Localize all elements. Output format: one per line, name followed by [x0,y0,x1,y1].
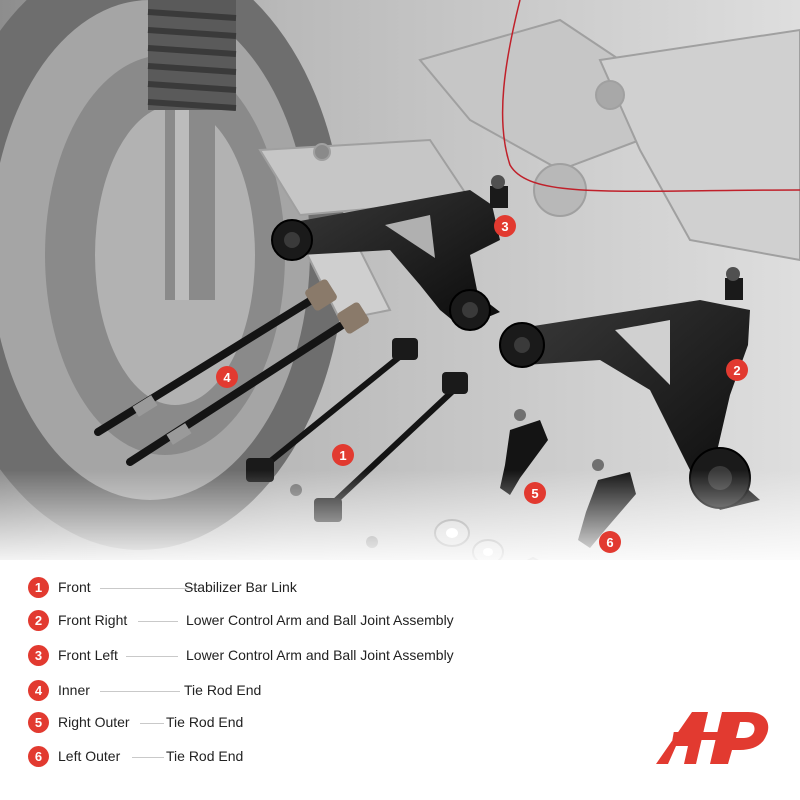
legend-number: 3 [28,645,49,666]
legend-part: Tie Rod End [166,748,244,764]
callout-badge-1: 1 [332,444,354,466]
legend-row-5: 5 Right Outer Tie Rod End [28,712,628,734]
image-fade [0,470,800,570]
legend-number: 6 [28,746,49,767]
callout-badge-6: 6 [599,531,621,553]
leader-line [100,588,200,589]
legend-number: 1 [28,577,49,598]
leader-line [132,757,164,758]
legend-row-4: 4 Inner Tie Rod End [28,680,628,702]
legend-row-6: 6 Left Outer Tie Rod End [28,746,628,768]
legend-position: Left Outer [58,748,121,764]
legend-part: Lower Control Arm and Ball Joint Assembl… [186,612,454,628]
callout-badge-4: 4 [216,366,238,388]
legend-number: 2 [28,610,49,631]
legend-position: Front Left [58,647,118,663]
legend-row-1: 1 Front Stabilizer Bar Link [28,577,628,599]
legend-part: Lower Control Arm and Ball Joint Assembl… [186,647,454,663]
leader-line [140,723,164,724]
legend-row-2: 2 Front Right Lower Control Arm and Ball… [28,610,628,632]
legend-position: Front [58,579,91,595]
legend-part: Stabilizer Bar Link [184,579,297,595]
leader-line [138,621,178,622]
legend-position: Inner [58,682,90,698]
strut-background [147,0,237,300]
legend-part: Tie Rod End [184,682,262,698]
legend-row-3: 3 Front Left Lower Control Arm and Ball … [28,645,628,667]
control-arm-front-left [271,175,508,331]
leader-line [100,691,180,692]
legend-position: Front Right [58,612,128,628]
callout-badge-3: 3 [494,215,516,237]
legend-number: 4 [28,680,49,701]
a-premium-logo-icon [656,712,769,764]
subframe-background [258,18,800,322]
parts-legend: 1 Front Stabilizer Bar Link 2 Front Righ… [0,570,800,770]
legend-position: Right Outer [58,714,130,730]
accent-swoosh [501,0,800,193]
callout-badge-5: 5 [524,482,546,504]
legend-number: 5 [28,712,49,733]
suspension-illustration [0,0,800,560]
leader-line [126,656,178,657]
legend-part: Tie Rod End [166,714,244,730]
inner-tie-rods [94,279,369,466]
callout-badge-2: 2 [726,359,748,381]
